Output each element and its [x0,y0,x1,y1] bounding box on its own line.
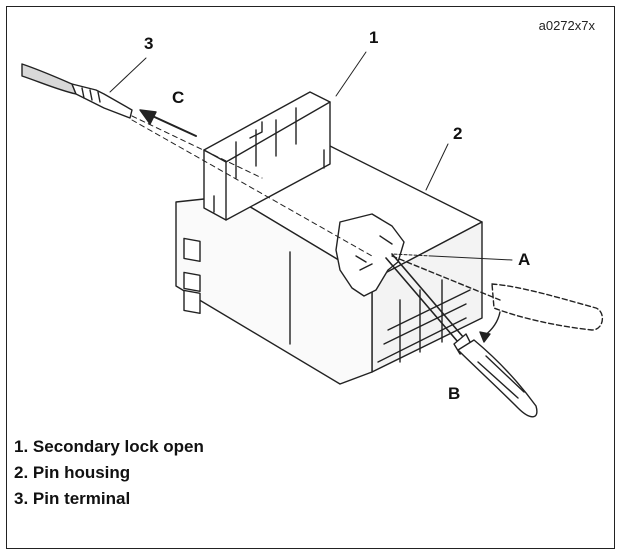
ghost-screwdriver-handle [491,283,603,331]
removal-arrow-shaft [147,113,197,137]
callout-b: B [448,384,461,403]
secondary-lock-latch [249,121,263,139]
callout-1: 1 [369,28,379,47]
callout-2: 2 [453,124,463,143]
rotation-arrow [483,311,501,337]
legend-item: 1. Secondary lock open [14,437,204,456]
front-slot-3 [183,289,201,314]
legend-item: 3. Pin terminal [14,489,131,508]
leader-1 [335,51,367,97]
callout-3: 3 [144,34,154,53]
figure-reference-code: a0272x7x [538,18,595,33]
ghost-screwdriver-shaft [391,255,501,301]
leader-2 [425,143,449,191]
screwdriver-shaft [385,253,465,343]
front-slot-2 [183,271,201,292]
callout-a: A [518,250,531,269]
wire [21,63,77,95]
removal-arrow-head [139,109,157,125]
leader-a-2 [391,253,433,257]
leader-3 [109,57,147,93]
cutaway-detail [355,235,393,271]
legend-list: 1. Secondary lock open 2. Pin housing 3.… [14,434,204,512]
pin-terminal-body [71,83,133,119]
screwdriver-handle-grip [477,355,525,399]
pin-terminal-crimp [81,87,101,103]
front-slot-1 [183,237,201,262]
legend-item: 2. Pin housing [14,463,131,482]
leader-a [431,255,513,261]
pin-channel-2 [383,303,467,345]
secondary-lock-leg [213,149,325,213]
secondary-lock-body [203,91,331,221]
insertion-path [131,115,373,257]
secondary-lock-rib-1 [235,107,297,179]
pin-channel-1 [387,289,471,331]
pin-channel-3 [377,317,467,363]
rotation-arrow-head [479,331,491,343]
callout-c: C [172,88,185,107]
screwdriver-handle [457,339,538,418]
